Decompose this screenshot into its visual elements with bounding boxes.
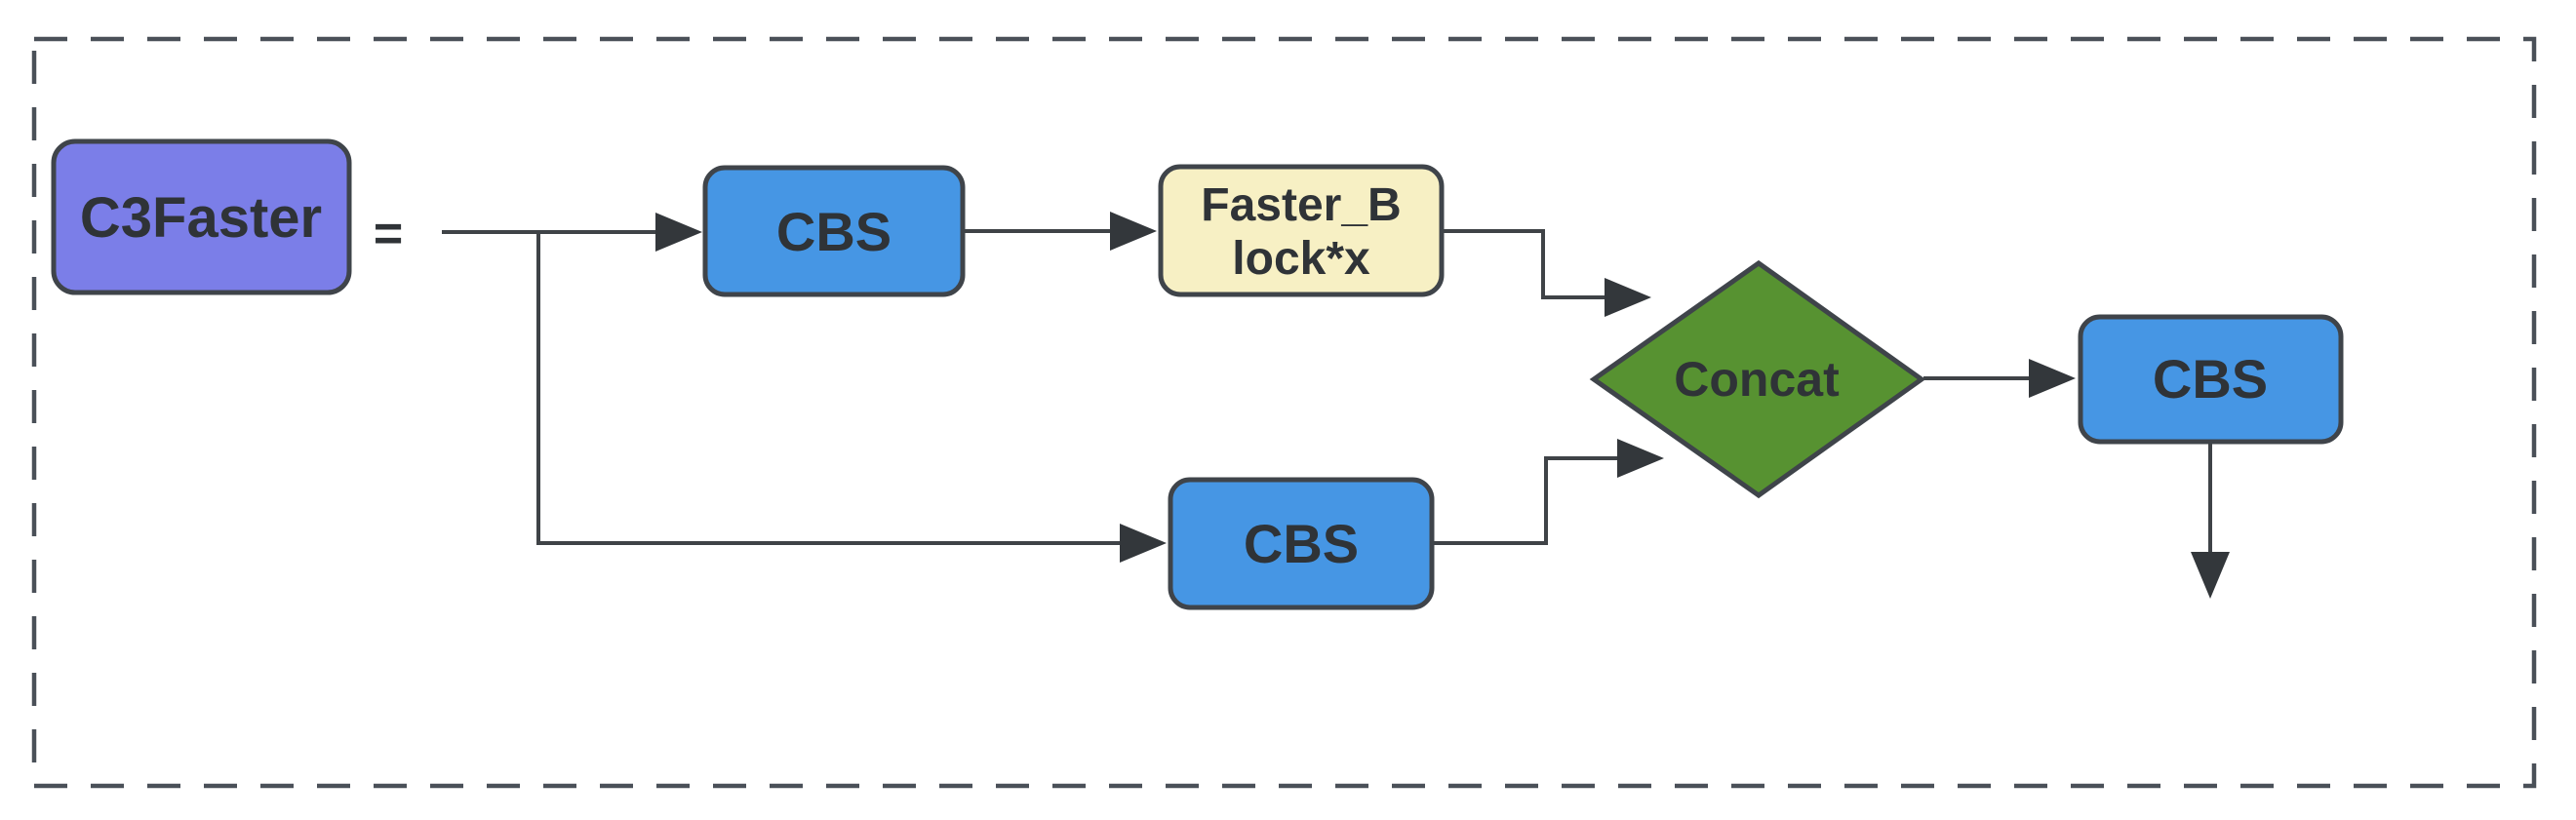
node-cbs-bottom-shape [1168, 477, 1435, 610]
connector-branch-to-cbs-bottom [536, 232, 1167, 563]
node-cbs-top: CBS [702, 165, 966, 297]
node-cbs-bottom-label: CBS [1244, 513, 1359, 574]
node-c3faster-label: C3Faster [80, 186, 322, 250]
equals-sign: = [374, 206, 403, 262]
connector-fasterblock-to-concat [1444, 229, 1651, 317]
node-cbs-top-label: CBS [776, 201, 892, 262]
node-c3faster-shape [51, 138, 352, 295]
node-cbs-out-shape [2078, 314, 2344, 445]
dashed-border-frame [31, 36, 2537, 789]
node-cbs-bottom: CBS [1168, 477, 1435, 610]
node-cbs-top-shape [702, 165, 966, 297]
node-faster-block-shape [1158, 164, 1445, 297]
node-cbs-out: CBS [2078, 314, 2344, 445]
node-c3faster: C3Faster [51, 138, 352, 295]
node-faster-block-label-line1: Faster_B [1201, 179, 1401, 231]
connector-cbs-bottom-to-concat [1434, 439, 1664, 545]
node-faster-block: Faster_B lock*x [1158, 164, 1445, 297]
node-faster-block-label-line2: lock*x [1232, 233, 1370, 285]
node-concat-label: Concat [1674, 352, 1840, 407]
node-concat: Concat [1589, 259, 1926, 499]
node-cbs-out-label: CBS [2153, 348, 2268, 410]
node-concat-shape [1589, 259, 1926, 499]
